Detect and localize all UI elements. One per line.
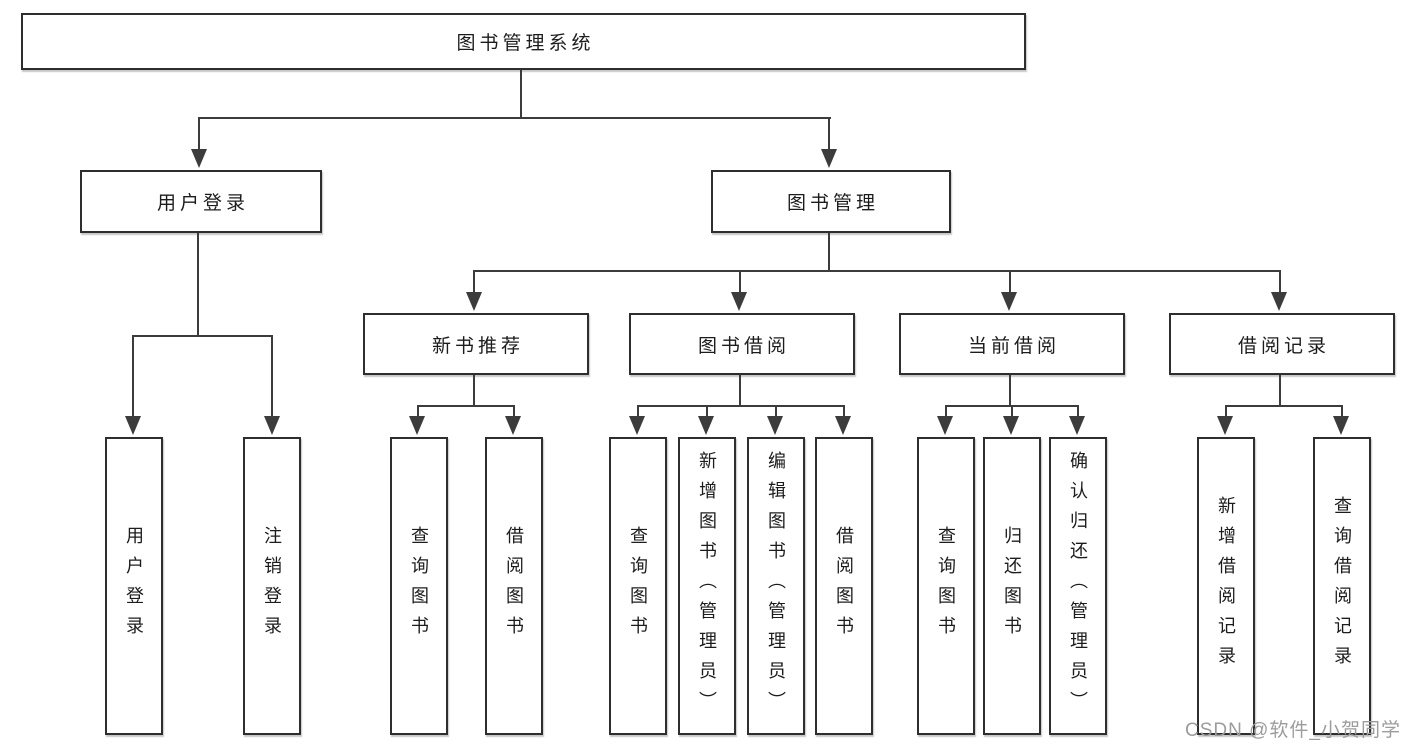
arrowhead-down (1001, 292, 1017, 311)
connector-line (199, 117, 831, 119)
node-add-books-admin: 新增图书（管理员） (678, 437, 736, 735)
arrowhead-down (125, 416, 141, 435)
connector-line (843, 405, 845, 417)
arrowhead-down (698, 416, 714, 435)
connector-line (1226, 405, 1342, 407)
arrowhead-down (731, 292, 747, 311)
connector-line (473, 270, 475, 295)
connector-line (133, 335, 273, 337)
connector-line (828, 233, 830, 270)
node-return-books: 归还图书 (983, 437, 1041, 735)
arrowhead-down (409, 416, 425, 435)
node-query-books: 查询图书 (917, 437, 975, 735)
node-book-management: 图书管理 (711, 170, 951, 233)
node-confirm-return-admin: 确认归还（管理员） (1049, 437, 1107, 735)
connector-line (1279, 270, 1281, 295)
node-edit-books-admin: 编辑图书（管理员） (747, 437, 805, 735)
arrowhead-down (629, 416, 645, 435)
arrowhead-down (264, 416, 280, 435)
node-book-borrowing: 图书借阅 (629, 313, 855, 375)
node-borrow-books: 借阅图书 (485, 437, 543, 735)
arrowhead-down (191, 149, 207, 168)
connector-line (828, 117, 830, 150)
connector-line (706, 405, 708, 417)
node-query-books: 查询图书 (390, 437, 448, 735)
arrowhead-down (466, 292, 482, 311)
arrowhead-down (1003, 416, 1019, 435)
arrowhead-down (1271, 292, 1287, 311)
node-logout: 注销登录 (243, 437, 301, 735)
connector-line (739, 270, 741, 295)
connector-line (271, 335, 273, 417)
connector-line (775, 405, 777, 417)
connector-line (197, 233, 199, 335)
connector-line (132, 335, 134, 417)
node-new-book-recommend: 新书推荐 (363, 313, 589, 375)
connector-line (638, 405, 844, 407)
arrowhead-down (505, 416, 521, 435)
connector-line (473, 375, 475, 405)
connector-line (417, 405, 419, 417)
connector-line (1279, 375, 1281, 405)
connector-line (1009, 375, 1011, 405)
connector-line (637, 405, 639, 417)
node-query-borrow-record: 查询借阅记录 (1313, 437, 1371, 735)
connector-line (1077, 405, 1079, 417)
connector-line (198, 117, 200, 150)
arrowhead-down (821, 149, 837, 168)
connector-line (945, 405, 947, 417)
connector-line (418, 405, 515, 407)
connector-line (739, 375, 741, 405)
arrowhead-down (835, 416, 851, 435)
node-query-books: 查询图书 (609, 437, 667, 735)
connector-line (520, 70, 522, 117)
arrowhead-down (1217, 416, 1233, 435)
connector-line (1011, 405, 1013, 417)
arrowhead-down (1333, 416, 1349, 435)
arrowhead-down (767, 416, 783, 435)
arrowhead-down (937, 416, 953, 435)
connector-line (474, 270, 1281, 272)
node-user-login: 用户登录 (80, 170, 322, 233)
node-add-borrow-record: 新增借阅记录 (1197, 437, 1255, 735)
connector-line (513, 405, 515, 417)
node-login: 用户登录 (105, 437, 163, 735)
node-current-borrowing: 当前借阅 (899, 313, 1125, 375)
watermark: CSDN @软件_小贺同学 (1185, 720, 1401, 741)
node-borrow-records: 借阅记录 (1169, 313, 1395, 375)
arrowhead-down (1069, 416, 1085, 435)
connector-line (1009, 270, 1011, 295)
connector-line (1225, 405, 1227, 417)
node-root: 图书管理系统 (21, 13, 1026, 70)
connector-line (1341, 405, 1343, 417)
node-borrow-books: 借阅图书 (815, 437, 873, 735)
